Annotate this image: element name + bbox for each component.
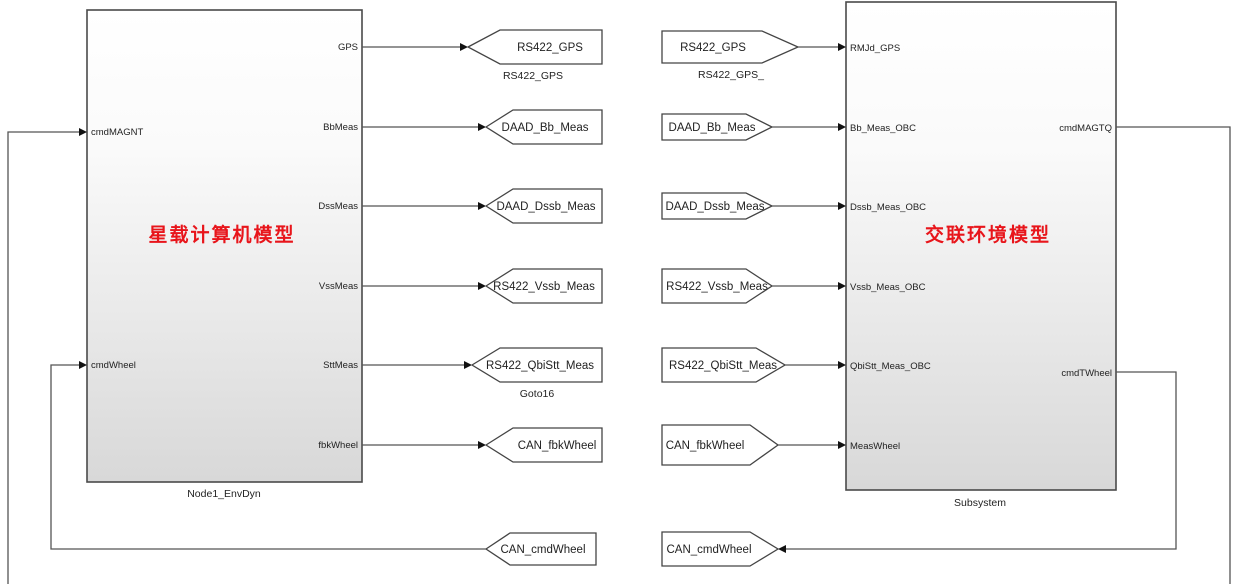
- goto-rs422-gps[interactable]: RS422_GPS RS422_GPS: [466, 29, 603, 82]
- port-out-bbmeas: BbMeas: [323, 122, 358, 133]
- port-out-vssmeas: VssMeas: [319, 281, 358, 292]
- port-out-sttmeas: SttMeas: [323, 360, 358, 371]
- goto-tag-label: RS422_QbiStt_Meas: [486, 360, 594, 372]
- from-block-name: RS422_GPS_: [698, 69, 764, 81]
- goto-tag-label: RS422_Vssb_Meas: [493, 281, 595, 293]
- port-out-dssmeas: DssMeas: [318, 201, 358, 212]
- signal-lines-right: [772, 46, 840, 446]
- block-node1-envdyn[interactable]: 星载计算机模型 Node1_EnvDyn cmdMAGNT cmdWheel G…: [86, 9, 363, 500]
- from-tag-label: RS422_Vssb_Meas: [666, 281, 768, 293]
- goto-block-name: Goto16: [520, 388, 555, 400]
- arrowheads-left: [460, 43, 486, 449]
- port-in-dssb-meas-obc: Dssb_Meas_OBC: [850, 202, 926, 213]
- goto-can-cmdwheel[interactable]: CAN_cmdWheel: [484, 532, 597, 566]
- from-tag-label: DAAD_Bb_Meas: [669, 122, 756, 134]
- goto-tag-label: DAAD_Bb_Meas: [502, 122, 589, 134]
- port-in-cmdwheel: cmdWheel: [91, 360, 136, 371]
- goto-tag-label: DAAD_Dssb_Meas: [496, 201, 595, 213]
- goto-can-fbkwheel[interactable]: CAN_fbkWheel: [484, 427, 603, 463]
- from-daad-dssb-meas[interactable]: DAAD_Dssb_Meas: [661, 192, 774, 220]
- goto-tag-label: CAN_cmdWheel: [501, 544, 586, 556]
- port-in-cmdmagnt: cmdMAGNT: [91, 127, 143, 138]
- port-out-cmdmagtq: cmdMAGTQ: [1059, 123, 1112, 134]
- from-tag-label: CAN_cmdWheel: [667, 544, 752, 556]
- from-can-cmdwheel[interactable]: CAN_cmdWheel: [661, 531, 780, 567]
- goto-rs422-vssb-meas[interactable]: RS422_Vssb_Meas: [484, 268, 603, 304]
- from-tag-label: RS422_GPS: [680, 42, 746, 54]
- feedback-arrowheads: [79, 128, 786, 553]
- goto-tag-label: RS422_GPS: [517, 42, 583, 54]
- goto-block-name: RS422_GPS: [503, 70, 563, 82]
- port-in-vssb-meas-obc: Vssb_Meas_OBC: [850, 282, 926, 293]
- feedback-lines: [7, 126, 1231, 584]
- left-block-name: Node1_EnvDyn: [187, 488, 261, 500]
- from-daad-bb-meas[interactable]: DAAD_Bb_Meas: [661, 113, 774, 141]
- goto-daad-bb-meas[interactable]: DAAD_Bb_Meas: [484, 109, 603, 145]
- from-tag-label: CAN_fbkWheel: [666, 440, 745, 452]
- left-block-title: 星载计算机模型: [148, 223, 295, 246]
- goto-rs422-qbistt-meas[interactable]: RS422_QbiStt_Meas Goto16: [470, 347, 603, 400]
- port-in-bb-meas-obc: Bb_Meas_OBC: [850, 123, 916, 134]
- goto-daad-dssb-meas[interactable]: DAAD_Dssb_Meas: [484, 188, 603, 224]
- port-in-qbistt-meas-obc: QbiStt_Meas_OBC: [850, 361, 931, 372]
- port-out-gps: GPS: [338, 42, 358, 53]
- from-can-fbkwheel[interactable]: CAN_fbkWheel: [661, 424, 780, 466]
- right-block-name: Subsystem: [954, 497, 1006, 509]
- from-rs422-vssb-meas[interactable]: RS422_Vssb_Meas: [661, 268, 774, 304]
- goto-tag-label: CAN_fbkWheel: [518, 440, 597, 452]
- port-out-cmdtwheel: cmdTWheel: [1061, 368, 1112, 379]
- block-subsystem[interactable]: 交联环境模型 Subsystem RMJd_GPS Bb_Meas_OBC Ds…: [845, 1, 1117, 509]
- right-block-title: 交联环境模型: [925, 223, 1051, 246]
- from-tag-label: RS422_QbiStt_Meas: [669, 360, 777, 372]
- from-rs422-gps[interactable]: RS422_GPS RS422_GPS_: [661, 30, 800, 81]
- port-in-measwheel: MeasWheel: [850, 441, 900, 452]
- arrowheads-right: [838, 43, 846, 449]
- signal-lines-left: [362, 46, 480, 446]
- port-in-rmjd-gps: RMJd_GPS: [850, 43, 900, 54]
- from-tag-label: DAAD_Dssb_Meas: [665, 201, 764, 213]
- port-out-fbkwheel: fbkWheel: [318, 440, 358, 451]
- from-rs422-qbistt-meas[interactable]: RS422_QbiStt_Meas: [661, 347, 787, 383]
